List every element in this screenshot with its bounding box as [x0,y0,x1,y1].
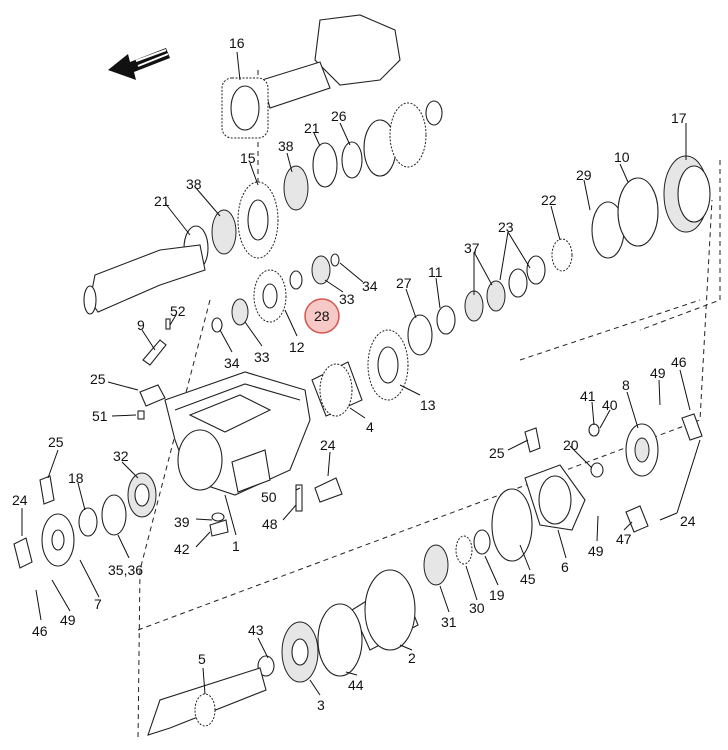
callout-44: 44 [348,677,364,693]
callout-40: 40 [602,397,618,413]
direction-arrow-icon [108,48,170,80]
callout-39: 39 [174,514,190,530]
callout-38: 38 [186,176,202,192]
highlight-circle [304,298,340,334]
callout-49: 49 [60,612,76,628]
callout-20: 20 [563,437,579,453]
callout-34: 34 [224,355,240,371]
callout-3: 3 [317,697,325,713]
callout-51: 51 [92,408,108,424]
callout-41: 41 [580,388,596,404]
callout-42: 42 [174,541,190,557]
callout-46: 46 [32,623,48,639]
callout-22: 22 [541,192,557,208]
callout-32: 32 [113,448,129,464]
callout-28-highlighted: 28 [314,308,330,324]
callout-30: 30 [469,600,485,616]
callout-38: 38 [278,138,294,154]
callout-33: 33 [254,349,270,365]
callout-52: 52 [170,303,186,319]
callout-24: 24 [12,492,28,508]
callout-25: 25 [48,434,64,450]
callout-37: 37 [464,240,480,256]
part-right-ring-stack [407,155,711,356]
callout-47: 47 [616,531,632,547]
part-lower-drive-assembly [147,529,491,736]
callout-43: 43 [248,622,264,638]
callout-15: 15 [240,150,256,166]
callout-5: 5 [198,651,206,667]
callout-6: 6 [561,559,569,575]
callout-49: 49 [588,543,604,559]
callout-2: 2 [408,650,416,666]
callout-24: 24 [680,513,696,529]
callout-31: 31 [441,614,457,630]
part-left-bearing-stack [13,472,157,569]
callout-19: 19 [489,587,505,603]
callout-24: 24 [320,437,336,453]
callout-50: 50 [261,489,277,505]
callout-49: 49 [650,365,666,381]
part-9-pin [137,318,171,420]
callout-27: 27 [396,275,412,291]
part-13-gear [311,329,409,417]
callout-7: 7 [94,596,102,612]
callout-21: 21 [154,193,170,209]
callout-8: 8 [622,377,630,393]
callout-17: 17 [671,110,687,126]
callout-23: 23 [498,219,514,235]
callout-26: 26 [331,108,347,124]
callout-16: 16 [229,35,245,51]
callout-25: 25 [489,445,505,461]
part-15-gear-cluster [183,165,309,271]
callout-12: 12 [289,339,305,355]
callout-1: 1 [232,538,240,554]
part-countershaft [83,244,206,315]
callout-29: 29 [576,167,592,183]
callout-25: 25 [90,371,106,387]
callout-33: 33 [339,291,355,307]
part-small-fasteners [209,477,343,537]
callout-35-36: 35,36 [108,562,143,578]
callout-9: 9 [137,317,145,333]
callout-45: 45 [520,571,536,587]
callout-18: 18 [68,470,84,486]
part-12-gear [211,253,340,333]
callout-labels: 16 15 38 21 26 38 21 17 10 29 22 23 37 1… [12,35,696,713]
callout-11: 11 [428,264,443,280]
part-6-cover [491,413,703,562]
part-1-housing [164,371,311,496]
callout-4: 4 [366,419,374,435]
callout-21: 21 [304,120,320,136]
callout-48: 48 [262,516,278,532]
part-16-input-shaft [221,14,401,139]
callout-34: 34 [362,278,378,294]
callout-13: 13 [420,397,436,413]
callout-10: 10 [614,149,630,165]
leader-lines [21,51,701,696]
callout-46: 46 [671,354,687,370]
part-top-rings [312,100,443,188]
